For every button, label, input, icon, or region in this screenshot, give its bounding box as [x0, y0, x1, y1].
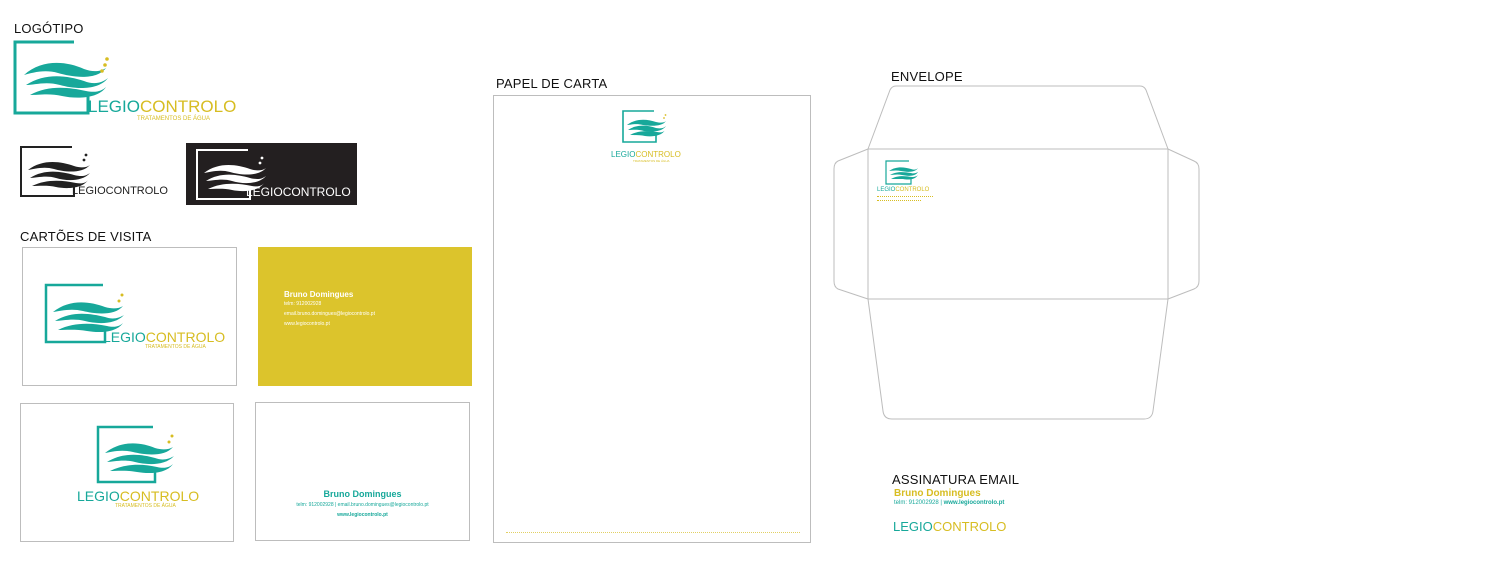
contact-website: www.legiocontrolo.pt: [337, 512, 388, 518]
envelope-address-line: [877, 196, 933, 198]
primary-logo: LEGIOCONTROLO TRATAMENTOS DE ÁGUA: [13, 40, 237, 126]
signature-website-link[interactable]: www.legiocontrolo.pt: [943, 500, 1005, 506]
contact-phone: telm: 912002928: [284, 301, 322, 307]
contact-email: email.bruno.domingues@legiocontrolo.pt: [284, 311, 375, 317]
letterhead-page: LEGIOCONTROLO TRATAMENTOS DE ÁGUA: [493, 95, 811, 543]
inverted-logo-panel: LEGIOCONTROLO: [186, 143, 357, 205]
brand-wordmark: LEGIOCONTROLO: [877, 187, 930, 193]
business-card-back-1: Bruno Domingues telm: 912002928 email.br…: [258, 247, 472, 386]
letterhead-footer-line: [506, 532, 800, 535]
brand-wordmark: LEGIOCONTROLO: [246, 185, 351, 199]
business-card-back-2: Bruno Domingues telm: 912002928 | email.…: [255, 402, 470, 541]
section-title-email-signature: ASSINATURA EMAIL: [892, 472, 1020, 487]
brand-wordmark: LEGIOCONTROLO: [77, 488, 200, 504]
envelope-address-line: [877, 200, 921, 202]
brand-tagline: TRATAMENTOS DE ÁGUA: [137, 116, 211, 122]
brand-tagline: TRATAMENTOS DE ÁGUA: [145, 344, 206, 350]
section-title-envelope: ENVELOPE: [891, 69, 963, 84]
envelope-dieline: [833, 85, 1200, 420]
contact-website: www.legiocontrolo.pt: [284, 321, 330, 327]
brand-wordmark: LEGIOCONTROLO: [103, 329, 226, 345]
section-title-letterhead: PAPEL DE CARTA: [496, 76, 608, 91]
water-waves-logo-icon: [96, 425, 174, 484]
water-waves-logo-icon: [20, 146, 90, 197]
contact-combined-line: telm: 912002928 | email.bruno.domingues@…: [296, 502, 429, 508]
contact-name: Bruno Domingues: [323, 489, 402, 499]
mono-logo: LEGIOCONTROLO: [20, 146, 180, 198]
brand-tagline: TRATAMENTOS DE ÁGUA: [115, 503, 176, 509]
section-title-cards: CARTÕES DE VISITA: [20, 229, 152, 244]
brand-wordmark: LEGIOCONTROLO: [611, 150, 681, 159]
business-card-front-2: LEGIOCONTROLO TRATAMENTOS DE ÁGUA: [20, 403, 234, 542]
water-waves-logo-icon: [196, 149, 266, 200]
brand-tagline: TRATAMENTOS DE ÁGUA: [633, 159, 670, 163]
brand-wordmark: LEGIOCONTROLO: [72, 185, 168, 197]
signature-contact-line: telm: 912002928 | www.legiocontrolo.pt: [894, 500, 1005, 506]
water-waves-logo-icon: [622, 110, 667, 143]
signature-wordmark: LEGIOCONTROLO: [893, 519, 1007, 534]
business-card-front-1: LEGIOCONTROLO TRATAMENTOS DE ÁGUA: [22, 247, 237, 386]
contact-name: Bruno Domingues: [284, 290, 354, 299]
signature-name: Bruno Domingues: [894, 488, 981, 499]
envelope-logo: LEGIOCONTROLO: [877, 160, 947, 210]
section-title-logo: LOGÓTIPO: [14, 21, 84, 36]
water-waves-logo-icon: [44, 283, 124, 344]
brand-wordmark: LEGIOCONTROLO: [88, 97, 237, 116]
water-waves-logo-icon: [885, 160, 918, 185]
water-waves-logo-icon: [13, 40, 109, 115]
